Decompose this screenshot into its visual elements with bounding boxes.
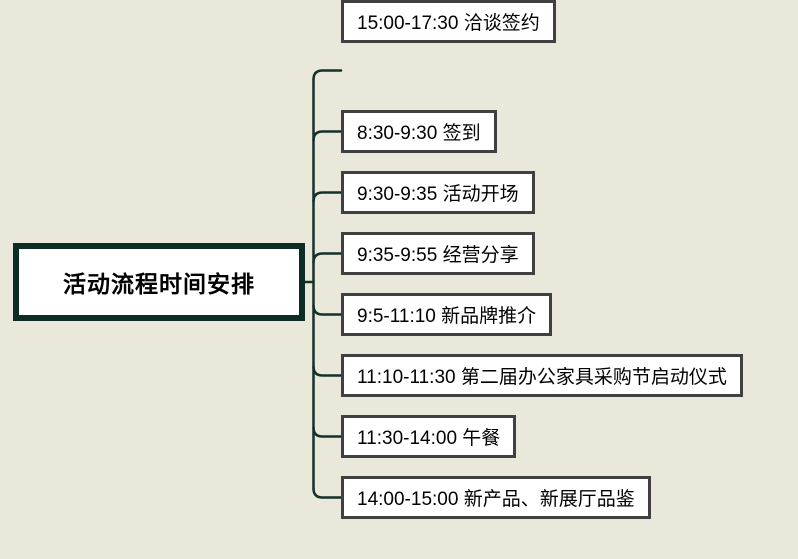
branch-connector-line [312, 365, 343, 377]
branch-connector-line [312, 252, 343, 264]
branch-connector-line [312, 130, 343, 142]
topic-node-signin[interactable]: 8:30-9:30 签到 [341, 110, 497, 153]
topic-node-negotiation-signing[interactable]: 15:00-17:30 洽谈签约 [341, 0, 556, 43]
topic-node-brand-promotion[interactable]: 9:5-11:10 新品牌推介 [341, 293, 553, 336]
topic-node-lunch[interactable]: 11:30-14:00 午餐 [341, 415, 517, 458]
topic-node-product-tasting[interactable]: 14:00-15:00 新产品、新展厅品鉴 [341, 476, 651, 519]
branch-connector-line [312, 304, 343, 316]
branch-connector-line [312, 69, 343, 81]
root-node[interactable]: 活动流程时间安排 [13, 243, 305, 321]
topic-node-launch-ceremony[interactable]: 11:10-11:30 第二届办公家具采购节启动仪式 [341, 354, 743, 397]
topic-node-business-sharing[interactable]: 9:35-9:55 经营分享 [341, 232, 535, 275]
branch-connector-line [312, 191, 343, 203]
branch-connector-line [312, 426, 343, 438]
branch-connector-line [312, 487, 343, 499]
topic-node-opening[interactable]: 9:30-9:35 活动开场 [341, 171, 535, 214]
